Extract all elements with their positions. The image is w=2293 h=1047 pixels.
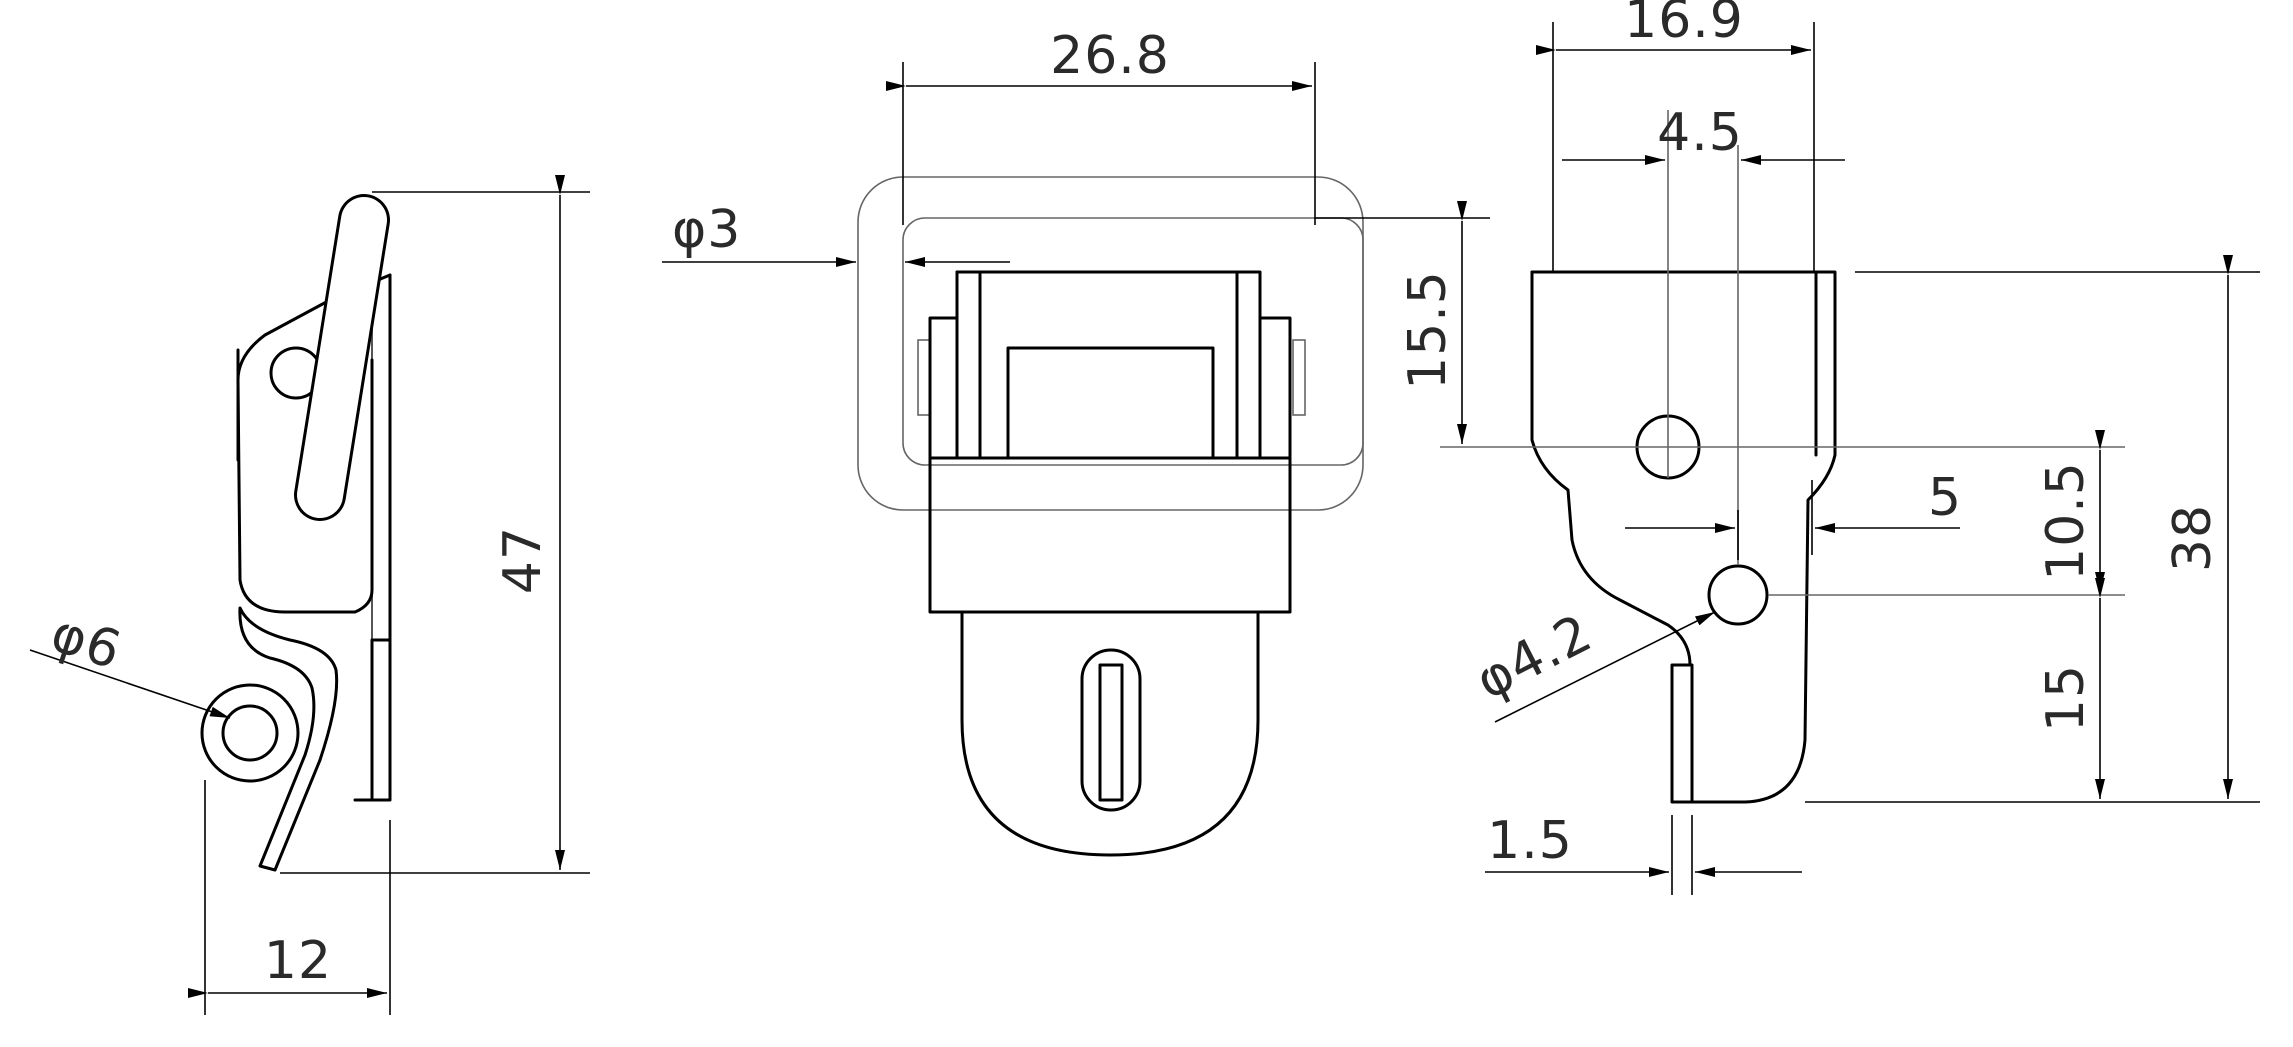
side-base-block [370,638,392,802]
side-view: 47 12 φ6 [29,175,590,1015]
front-tongue [960,610,1260,857]
dim-right-hole-offset: 4.5 [1657,103,1743,163]
right-profile [1530,270,1837,804]
dim-front-width: 26.8 [1050,26,1170,86]
side-back-plate [353,273,392,802]
dim-side-height: 47 [493,526,553,594]
side-eye-hole [221,704,279,762]
dim-side-hole-dia: φ6 [44,603,129,682]
front-main-body [928,456,1292,614]
right-left-profile [1530,270,1692,667]
front-lug-right [1292,339,1306,416]
dim-right-hook-hole-dia: φ4.2 [1467,603,1602,711]
front-view: 26.8 φ3 [662,26,1364,857]
side-hook-wire [238,606,339,872]
front-lug-left [917,339,931,416]
dim-right-top-to-hole: 15.5 [1398,270,1458,390]
front-slot [1080,648,1142,812]
right-view: 16.9 4.5 15.5 38 10.5 15 5 φ4.2 [1315,0,2260,895]
dim-side-width: 12 [264,931,332,991]
dim-right-overall-height: 38 [2163,504,2223,572]
side-lever-arm [294,194,390,521]
dim-right-thickness: 1.5 [1487,811,1573,871]
dim-right-width: 16.9 [1624,0,1744,50]
dim-right-offset: 5 [1928,468,1962,528]
side-eye-ring [200,683,300,783]
dim-right-hole-spacing: 10.5 [2036,461,2096,581]
front-wire-loop-inner [902,217,1364,466]
right-lower-hole [1707,564,1769,626]
side-hinge-body [236,273,392,614]
dim-right-bottom-height: 15 [2036,664,2096,732]
front-slot-insert [1098,663,1124,802]
front-wire-loop-outer [857,176,1364,511]
dim-front-hole-dia: φ3 [672,200,741,260]
